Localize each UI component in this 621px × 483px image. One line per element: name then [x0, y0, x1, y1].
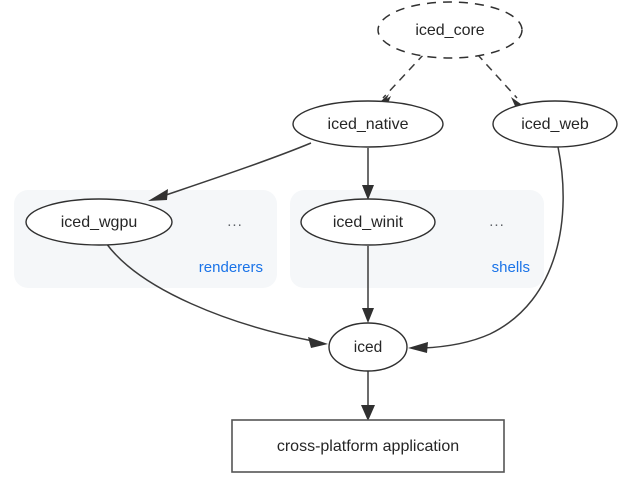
edge-winit-to-iced-arrowhead: [362, 308, 374, 323]
cluster-shells-label: shells: [492, 259, 530, 276]
edge-wgpu-to-iced: [105, 242, 328, 348]
node-iced-native[interactable]: iced_native: [292, 100, 444, 148]
node-iced-wgpu-label: iced_wgpu: [61, 214, 138, 231]
node-iced-winit-shape[interactable]: [300, 198, 436, 246]
cluster-renderers-label: renderers: [199, 259, 263, 276]
node-iced-web-label: iced_web: [521, 116, 589, 133]
edge-web-to-iced-arrowhead: [408, 342, 428, 353]
node-iced-core-shape[interactable]: [377, 1, 523, 59]
edge-wgpu-to-iced-line: [105, 242, 314, 342]
edge-iced-to-app-arrowhead: [361, 405, 375, 421]
node-iced-web[interactable]: iced_web: [492, 100, 618, 148]
edge-wgpu-to-iced-arrowhead: [308, 337, 328, 348]
node-iced-native-label: iced_native: [328, 116, 409, 133]
edge-iced-to-app: [361, 371, 375, 421]
edge-core-to-web-line: [476, 53, 518, 99]
cluster-renderers-ellipsis: ...: [227, 213, 243, 230]
node-iced-native-shape[interactable]: [292, 100, 444, 148]
node-iced-wgpu-shape[interactable]: [25, 198, 173, 246]
node-application-label: cross-platform application: [277, 438, 459, 455]
node-iced-core[interactable]: iced_core: [377, 1, 523, 59]
edge-native-to-winit: [362, 148, 374, 200]
edge-native-to-winit-arrowhead: [362, 185, 374, 200]
edge-winit-to-iced: [362, 246, 374, 323]
edge-web-to-iced: [408, 146, 564, 353]
node-iced-winit-label: iced_winit: [333, 214, 404, 231]
node-iced[interactable]: iced: [328, 322, 408, 372]
node-iced-wgpu[interactable]: iced_wgpu: [25, 198, 173, 246]
node-iced-web-shape[interactable]: [492, 100, 618, 148]
cluster-shells-ellipsis: ...: [489, 213, 505, 230]
edge-native-to-wgpu: [148, 142, 312, 201]
edge-core-to-native-line: [382, 53, 425, 99]
edge-native-to-wgpu-arrowhead: [148, 189, 168, 201]
node-iced-winit[interactable]: iced_winit: [300, 198, 436, 246]
edge-web-to-iced-line: [422, 146, 564, 349]
node-application-shape[interactable]: [231, 419, 505, 473]
edge-native-to-wgpu-line: [162, 142, 312, 197]
node-iced-shape[interactable]: [328, 322, 408, 372]
edge-core-to-web: [476, 53, 528, 109]
node-iced-core-label: iced_core: [415, 22, 484, 39]
node-application[interactable]: cross-platform application: [231, 419, 505, 473]
node-iced-label: iced: [354, 339, 382, 356]
